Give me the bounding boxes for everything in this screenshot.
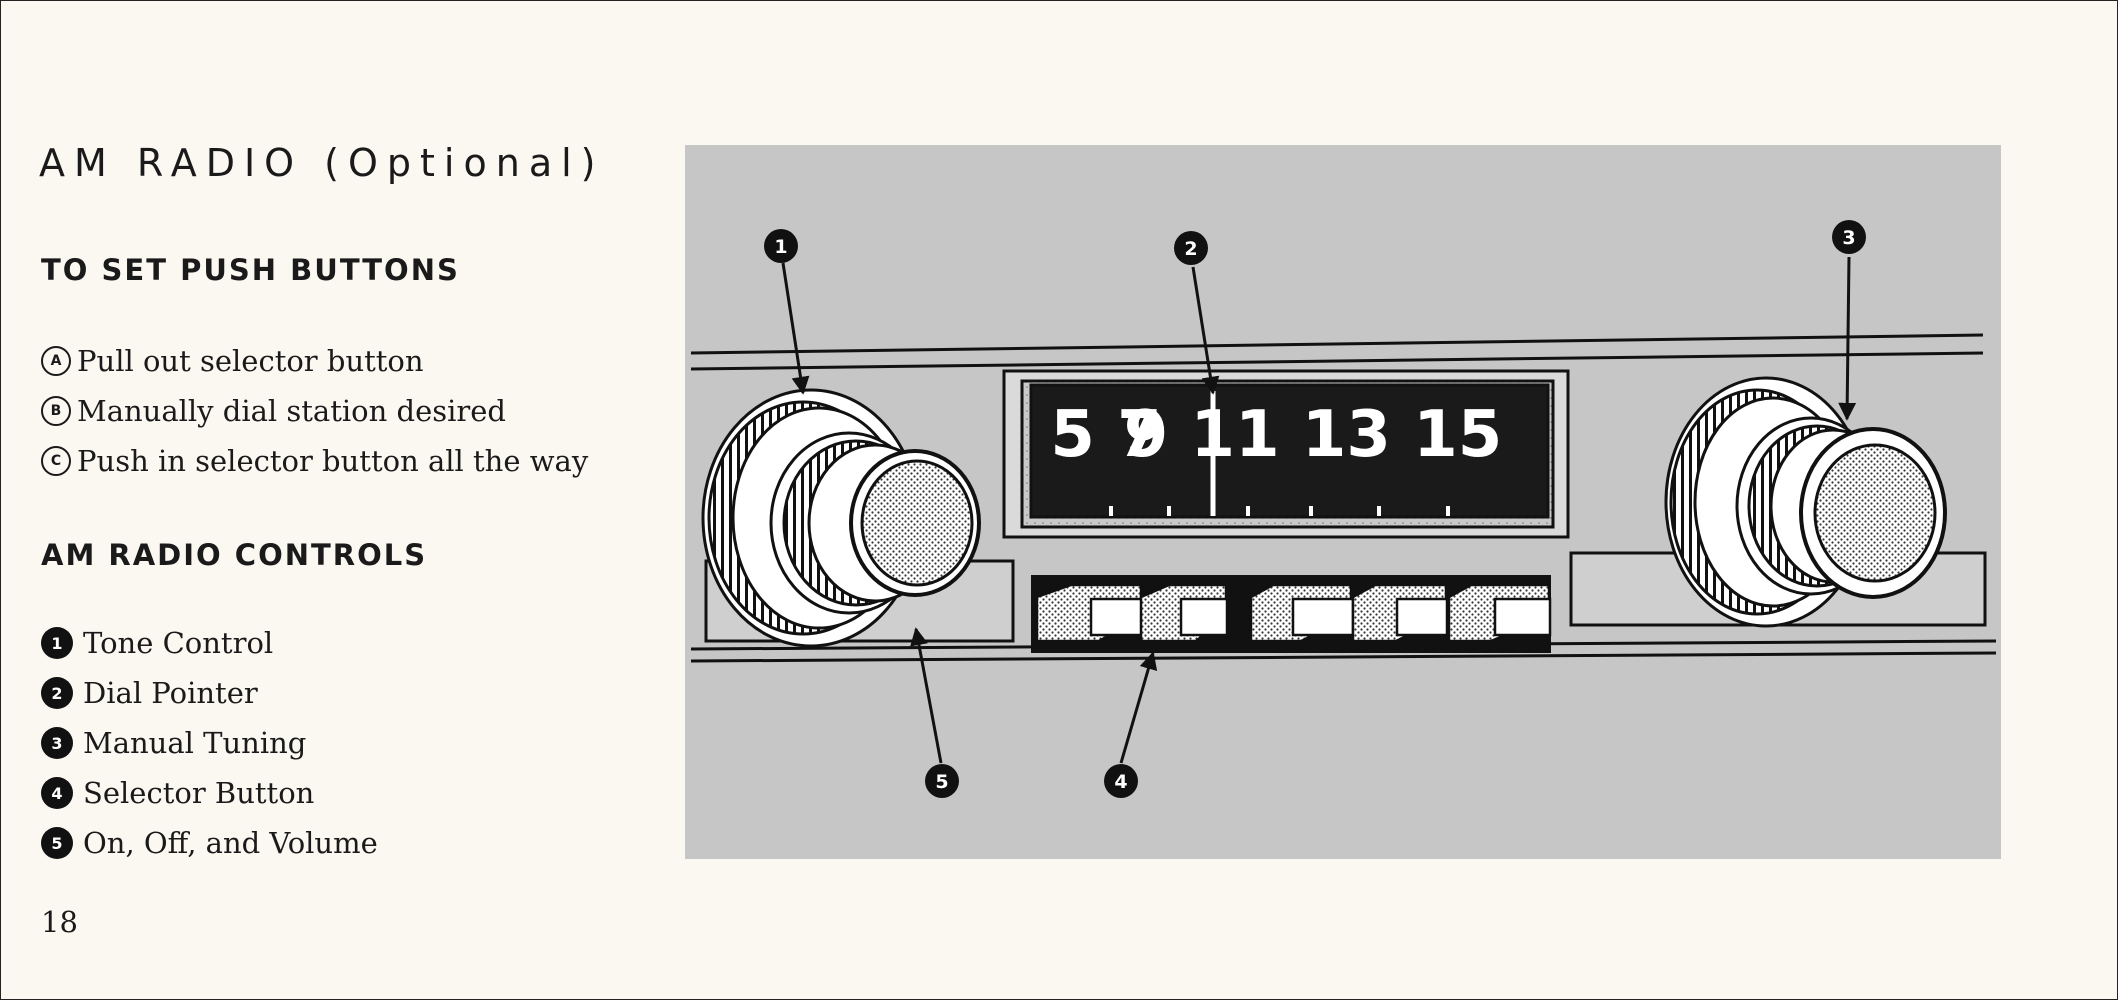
step-marker: B (41, 396, 71, 426)
svg-text:3: 3 (1842, 227, 1855, 249)
legend-text: Tone Control (83, 626, 274, 660)
push-button-steps: A Pull out selector button B Manually di… (41, 336, 588, 486)
legend-item-manual-tuning: 3 Manual Tuning (41, 718, 378, 768)
legend-number: 1 (41, 627, 73, 659)
selector-buttons (1031, 575, 1552, 653)
svg-text:1: 1 (774, 236, 787, 258)
legend-item-dial-pointer: 2 Dial Pointer (41, 668, 378, 718)
legend-number: 4 (41, 777, 73, 809)
step-c: C Push in selector button all the way (41, 436, 588, 486)
callout-3: 3 (1832, 220, 1866, 254)
dial-window: 5 7 9 11 13 15 (1029, 383, 1550, 519)
selector-button (1139, 583, 1229, 643)
step-b: B Manually dial station desired (41, 386, 588, 436)
svg-text:5: 5 (935, 771, 948, 793)
step-text: Pull out selector button (77, 344, 424, 378)
svg-text:2: 2 (1184, 238, 1197, 260)
step-text: Manually dial station desired (77, 394, 506, 428)
svg-text:4: 4 (1114, 771, 1127, 793)
radio-illustration: 5 7 9 11 13 15 (685, 145, 2001, 859)
callout-5: 5 (925, 764, 959, 798)
selector-button (1249, 583, 1355, 643)
legend-item-selector-button: 4 Selector Button (41, 768, 378, 818)
left-knob (701, 388, 981, 648)
legend-item-on-off-volume: 5 On, Off, and Volume (41, 818, 378, 868)
controls-heading: AM RADIO CONTROLS (41, 538, 428, 572)
dial-scale-left: 5 7 (1050, 398, 1161, 472)
legend-text: On, Off, and Volume (83, 826, 378, 860)
legend-number: 2 (41, 677, 73, 709)
step-a: A Pull out selector button (41, 336, 588, 386)
page-title: AM RADIO (Optional) (39, 141, 605, 185)
selector-button (1351, 583, 1449, 643)
legend-number: 5 (41, 827, 73, 859)
step-marker: C (41, 446, 71, 476)
legend-text: Selector Button (83, 776, 315, 810)
controls-legend: 1 Tone Control 2 Dial Pointer 3 Manual T… (41, 618, 378, 868)
legend-item-tone-control: 1 Tone Control (41, 618, 378, 668)
legend-text: Manual Tuning (83, 726, 307, 760)
callout-4: 4 (1104, 764, 1138, 798)
leader-lines (781, 256, 1857, 764)
push-buttons-heading: TO SET PUSH BUTTONS (41, 253, 460, 287)
callout-1: 1 (764, 229, 798, 263)
selector-button (1447, 583, 1552, 643)
right-knob (1664, 376, 1947, 628)
selector-button (1035, 583, 1147, 643)
page-number: 18 (41, 905, 78, 939)
legend-text: Dial Pointer (83, 676, 258, 710)
step-marker: A (41, 346, 71, 376)
step-text: Push in selector button all the way (77, 444, 589, 478)
callout-2: 2 (1174, 231, 1208, 265)
legend-number: 3 (41, 727, 73, 759)
dial-scale-right: 9 11 13 15 (1124, 398, 1503, 472)
